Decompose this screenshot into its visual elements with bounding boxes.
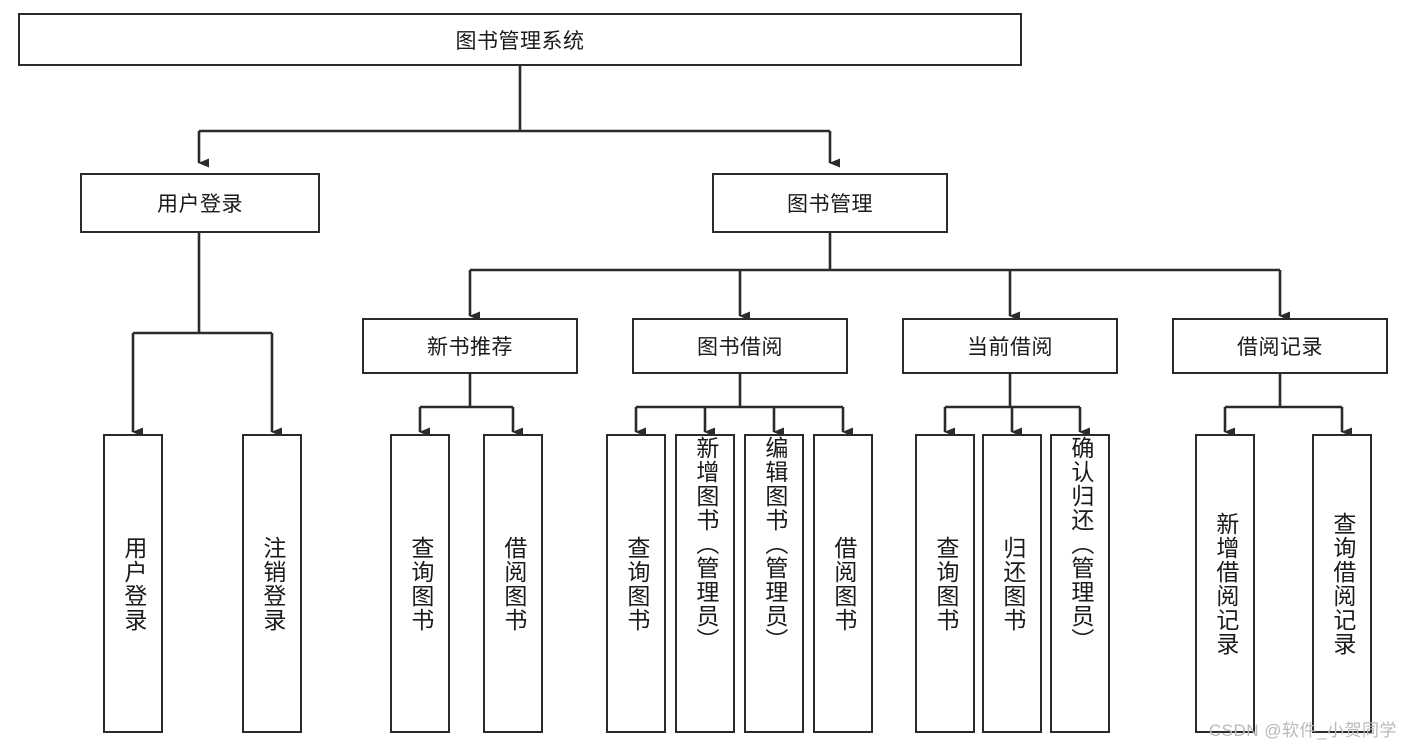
leaf-label: 查询借阅记录 [1329,511,1356,656]
leaf-label: 确认归还（管理员） [1067,436,1094,652]
leaf-add-borrow-record[interactable]: 新增借阅记录 [1195,434,1255,733]
leaf-label: 查询图书 [407,535,434,632]
leaf-edit-book-admin[interactable]: 编辑图书（管理员） [744,434,804,733]
node-label: 图书管理 [787,193,873,216]
node-label: 图书借阅 [697,336,783,359]
node-root[interactable]: 图书管理系统 [18,13,1022,66]
leaf-logout[interactable]: 注销登录 [242,434,302,733]
leaf-add-book-admin[interactable]: 新增图书（管理员） [675,434,735,733]
watermark: CSDN @软件_小贺同学 [1208,721,1397,740]
node-book-borrow[interactable]: 图书借阅 [632,318,848,374]
node-user-login[interactable]: 用户登录 [80,173,320,233]
leaf-confirm-return-admin[interactable]: 确认归还（管理员） [1050,434,1110,733]
leaf-return-book[interactable]: 归还图书 [982,434,1042,733]
node-label: 新书推荐 [427,336,513,359]
leaf-label: 查询图书 [623,535,650,632]
node-label: 借阅记录 [1237,336,1323,359]
leaf-label: 查询图书 [932,535,959,632]
leaf-query-book-current[interactable]: 查询图书 [915,434,975,733]
leaf-label: 用户登录 [120,535,147,632]
leaf-query-book-borrow[interactable]: 查询图书 [606,434,666,733]
leaf-label: 归还图书 [999,535,1026,632]
leaf-label: 注销登录 [259,535,286,632]
node-label: 当前借阅 [967,336,1053,359]
leaf-borrow-book[interactable]: 借阅图书 [813,434,873,733]
node-new-book-recommend[interactable]: 新书推荐 [362,318,578,374]
leaf-borrow-book-recommend[interactable]: 借阅图书 [483,434,543,733]
node-current-borrow[interactable]: 当前借阅 [902,318,1118,374]
node-borrow-record[interactable]: 借阅记录 [1172,318,1388,374]
node-label: 用户登录 [157,193,243,216]
leaf-query-book-recommend[interactable]: 查询图书 [390,434,450,733]
leaf-label: 借阅图书 [500,535,527,632]
leaf-query-borrow-record[interactable]: 查询借阅记录 [1312,434,1372,733]
leaf-user-login[interactable]: 用户登录 [103,434,163,733]
leaf-label: 编辑图书（管理员） [761,436,788,652]
node-book-management[interactable]: 图书管理 [712,173,948,233]
leaf-label: 新增图书（管理员） [692,436,719,652]
leaf-label: 新增借阅记录 [1212,511,1239,656]
leaf-label: 借阅图书 [830,535,857,632]
node-label: 图书管理系统 [455,29,585,53]
